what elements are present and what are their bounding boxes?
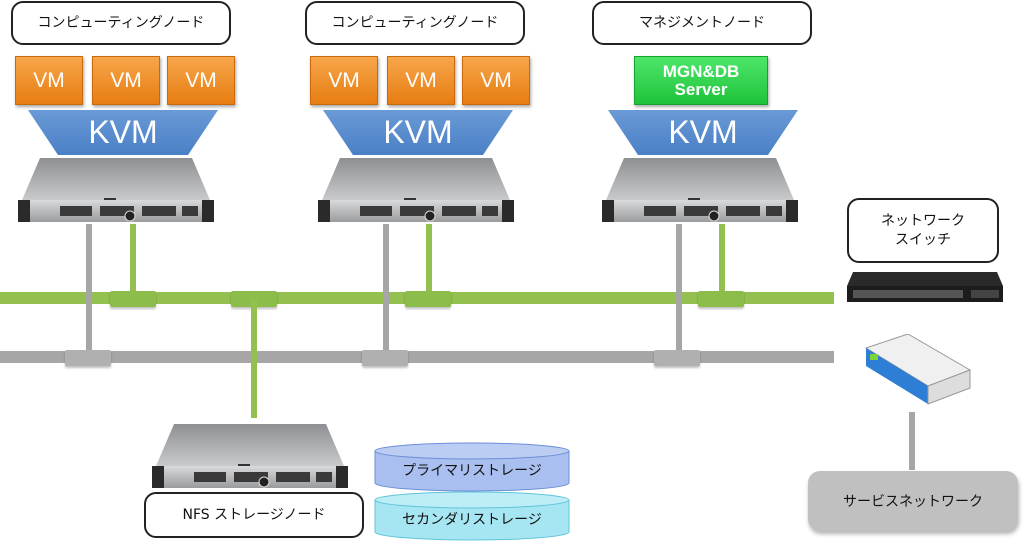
service-network: サービスネットワーク xyxy=(808,471,1018,531)
kvm-hypervisor-mgmt: KVM xyxy=(608,110,798,160)
nfs-storage-node-label: NFS ストレージノード xyxy=(144,492,364,538)
management-node-label: マネジメントノード xyxy=(592,1,812,45)
mgmt-green-link xyxy=(719,224,725,294)
green-tap-compute-1 xyxy=(110,291,156,307)
vm-1-1: VM xyxy=(15,56,83,105)
mgmt-gray-link xyxy=(676,224,682,354)
compute-2-green-link xyxy=(426,224,432,294)
gray-tap-mgmt xyxy=(654,350,700,366)
network-switch-label: ネットワーク スイッチ xyxy=(847,198,999,263)
vm-1-2: VM xyxy=(92,56,160,105)
mgn-db-server-line2: Server xyxy=(674,79,728,99)
compute-1-green-link xyxy=(130,224,136,294)
compute-2-gray-link xyxy=(383,224,389,354)
gray-network-line xyxy=(0,351,834,363)
management-server xyxy=(602,152,798,224)
green-tap-compute-2 xyxy=(405,291,451,307)
primary-storage: プライマリストレージ xyxy=(374,442,570,492)
kvm-label-mgmt: KVM xyxy=(668,114,738,150)
compute-server-1 xyxy=(18,152,214,224)
mgn-db-server: MGN&DB Server xyxy=(634,56,768,105)
vm-2-1: VM xyxy=(310,56,378,105)
green-tap-nfs xyxy=(231,291,277,307)
primary-storage-label: プライマリストレージ xyxy=(402,463,542,479)
gray-tap-compute-1 xyxy=(65,350,111,366)
compute-server-2 xyxy=(318,152,514,224)
network-hub xyxy=(864,334,972,405)
compute-node-2-label: コンピューティングノード xyxy=(305,1,525,45)
kvm-hypervisor-1: KVM xyxy=(28,110,218,160)
secondary-storage: セカンダリストレージ xyxy=(374,491,570,541)
green-tap-mgmt xyxy=(698,291,744,307)
vm-2-3: VM xyxy=(462,56,530,105)
kvm-label-2: KVM xyxy=(383,114,453,150)
kvm-label-1: KVM xyxy=(88,114,158,150)
network-switch-label-line2: スイッチ xyxy=(895,231,951,248)
nfs-green-link xyxy=(251,300,257,418)
vm-2-2: VM xyxy=(387,56,455,105)
vm-1-3: VM xyxy=(167,56,235,105)
compute-1-gray-link xyxy=(86,224,92,354)
compute-node-1-label: コンピューティングノード xyxy=(11,1,231,45)
kvm-hypervisor-2: KVM xyxy=(323,110,513,160)
gray-tap-compute-2 xyxy=(362,350,408,366)
mgn-db-server-line1: MGN&DB xyxy=(662,61,740,81)
network-switch-label-line1: ネットワーク xyxy=(881,213,965,230)
secondary-storage-label: セカンダリストレージ xyxy=(402,512,542,528)
nfs-storage-server xyxy=(152,418,348,490)
rack-switch xyxy=(847,272,1003,302)
service-network-link xyxy=(909,412,915,470)
